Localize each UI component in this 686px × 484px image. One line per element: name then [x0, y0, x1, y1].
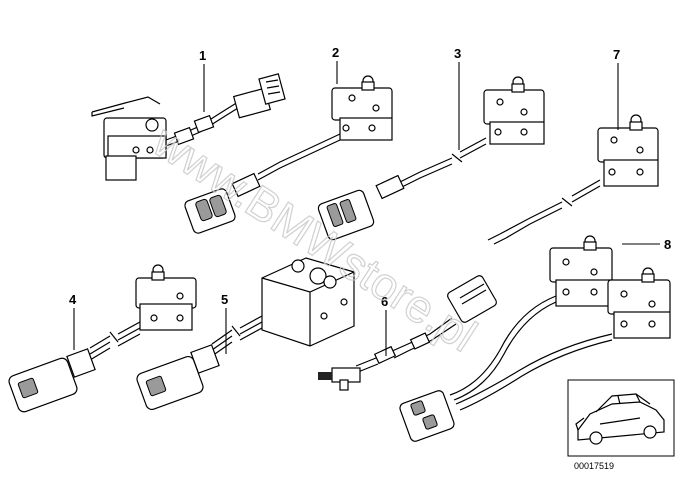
part-8-double-switch-assembly	[399, 235, 671, 442]
callout-5: 5	[221, 292, 228, 307]
part-3-switch-with-long-cable	[317, 76, 545, 241]
callout-7: 7	[613, 47, 620, 62]
part-4-switch-with-flat-plug	[8, 264, 197, 413]
part-6-sensor-connector	[318, 275, 497, 391]
callout-3: 3	[454, 46, 461, 61]
callout-leader-lines	[73, 61, 660, 356]
part-1-micro-switch-with-lever	[91, 73, 286, 181]
callout-8: 8	[664, 237, 671, 252]
vehicle-inset-thumbnail	[567, 379, 675, 457]
callout-1: 1	[199, 48, 206, 63]
part-7-switch-with-open-wires	[487, 114, 659, 245]
callout-labels: 1 2 3 7 8 4 5 6	[69, 45, 671, 309]
callout-6: 6	[381, 294, 388, 309]
reference-code: 00017519	[574, 461, 614, 471]
callout-4: 4	[69, 292, 77, 307]
car-icon	[575, 393, 665, 445]
part-5-block-switch-with-plug	[136, 257, 355, 411]
callout-2: 2	[332, 45, 339, 60]
part-2-switch-with-plug	[184, 75, 393, 234]
